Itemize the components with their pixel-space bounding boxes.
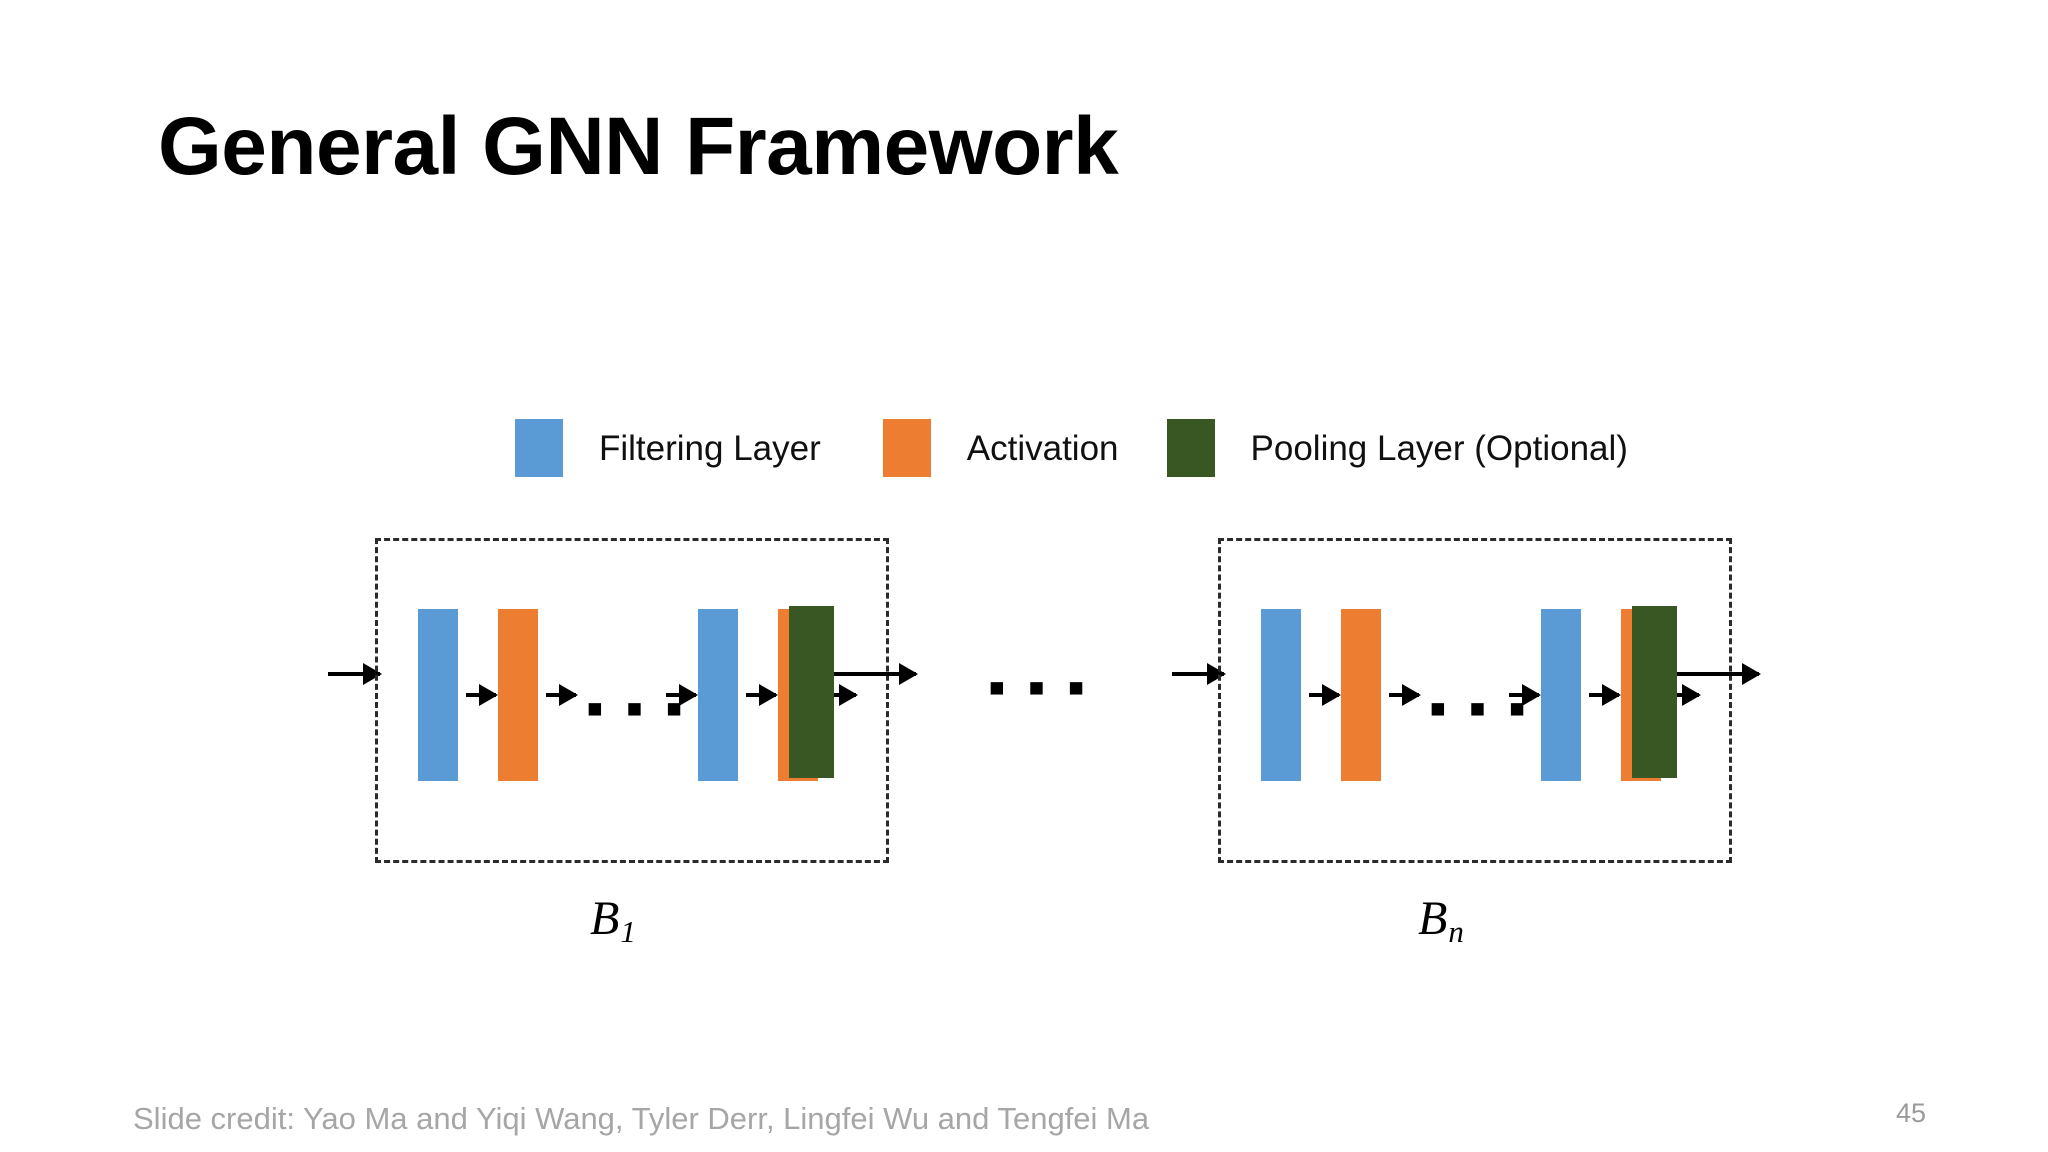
block-b1-ellipsis: ▪ ▪ ▪ [586, 680, 687, 736]
block-b1-filtering-layer-2 [698, 609, 738, 781]
block-bn-filtering-layer-2 [1541, 609, 1581, 781]
block-b1-arrow-4 [746, 693, 776, 697]
block-bn-arrow-3 [1509, 693, 1539, 697]
block-b1-label-subscript: 1 [620, 914, 636, 949]
block-bn-arrow-2 [1389, 693, 1419, 697]
arrow-output-block-n [1677, 672, 1759, 676]
block-b1-filtering-layer-1 [418, 609, 458, 781]
legend: Filtering Layer Activation Pooling Layer… [515, 412, 1628, 484]
arrow-output-block-1 [834, 672, 916, 676]
filtering-layer-swatch-icon [515, 419, 563, 477]
block-b1-label: B1 [590, 892, 636, 948]
legend-label-pooling-layer: Pooling Layer (Optional) [1250, 428, 1628, 468]
gnn-framework-diagram: ▪ ▪ ▪ ▪ ▪ ▪ ▪ ▪ ▪ [0, 520, 2048, 940]
block-b1-arrow-5 [826, 693, 856, 697]
page-title: General GNN Framework [158, 101, 1119, 192]
arrow-input-block-n [1172, 672, 1224, 676]
arrow-input-block-1 [328, 672, 380, 676]
legend-item-activation: Activation [882, 419, 1119, 477]
block-bn-label-base: B [1418, 892, 1448, 945]
legend-label-activation: Activation [966, 428, 1119, 468]
pooling-layer-swatch-icon [1166, 419, 1215, 477]
block-bn-arrow-5 [1669, 693, 1699, 697]
block-bn-arrow-4 [1589, 693, 1619, 697]
block-bn-label-subscript: n [1448, 914, 1464, 949]
block-bn-ellipsis: ▪ ▪ ▪ [1429, 680, 1530, 736]
activation-swatch-icon [882, 419, 931, 477]
block-bn-pooling-layer [1632, 606, 1677, 778]
legend-item-pooling-layer: Pooling Layer (Optional) [1166, 419, 1628, 477]
block-b1-activation-1 [498, 609, 538, 781]
block-bn-label: Bn [1418, 892, 1464, 948]
page-number: 45 [1896, 1098, 1927, 1128]
legend-item-filtering-layer: Filtering Layer [515, 419, 821, 477]
block-b1-arrow-2 [546, 693, 576, 697]
slide-credit: Slide credit: Yao Ma and Yiqi Wang, Tyle… [133, 1101, 1150, 1136]
block-b1-arrow-3 [666, 693, 696, 697]
legend-label-filtering-layer: Filtering Layer [599, 428, 821, 468]
block-bn: ▪ ▪ ▪ [1218, 538, 1732, 863]
block-bn-filtering-layer-1 [1261, 609, 1301, 781]
block-bn-arrow-1 [1309, 693, 1339, 697]
block-b1-label-base: B [590, 892, 620, 945]
block-bn-activation-1 [1341, 609, 1381, 781]
block-b1-arrow-1 [466, 693, 496, 697]
block-b1-pooling-layer-visual [789, 606, 834, 778]
diagram-ellipsis-between-blocks: ▪ ▪ ▪ [988, 659, 1089, 715]
